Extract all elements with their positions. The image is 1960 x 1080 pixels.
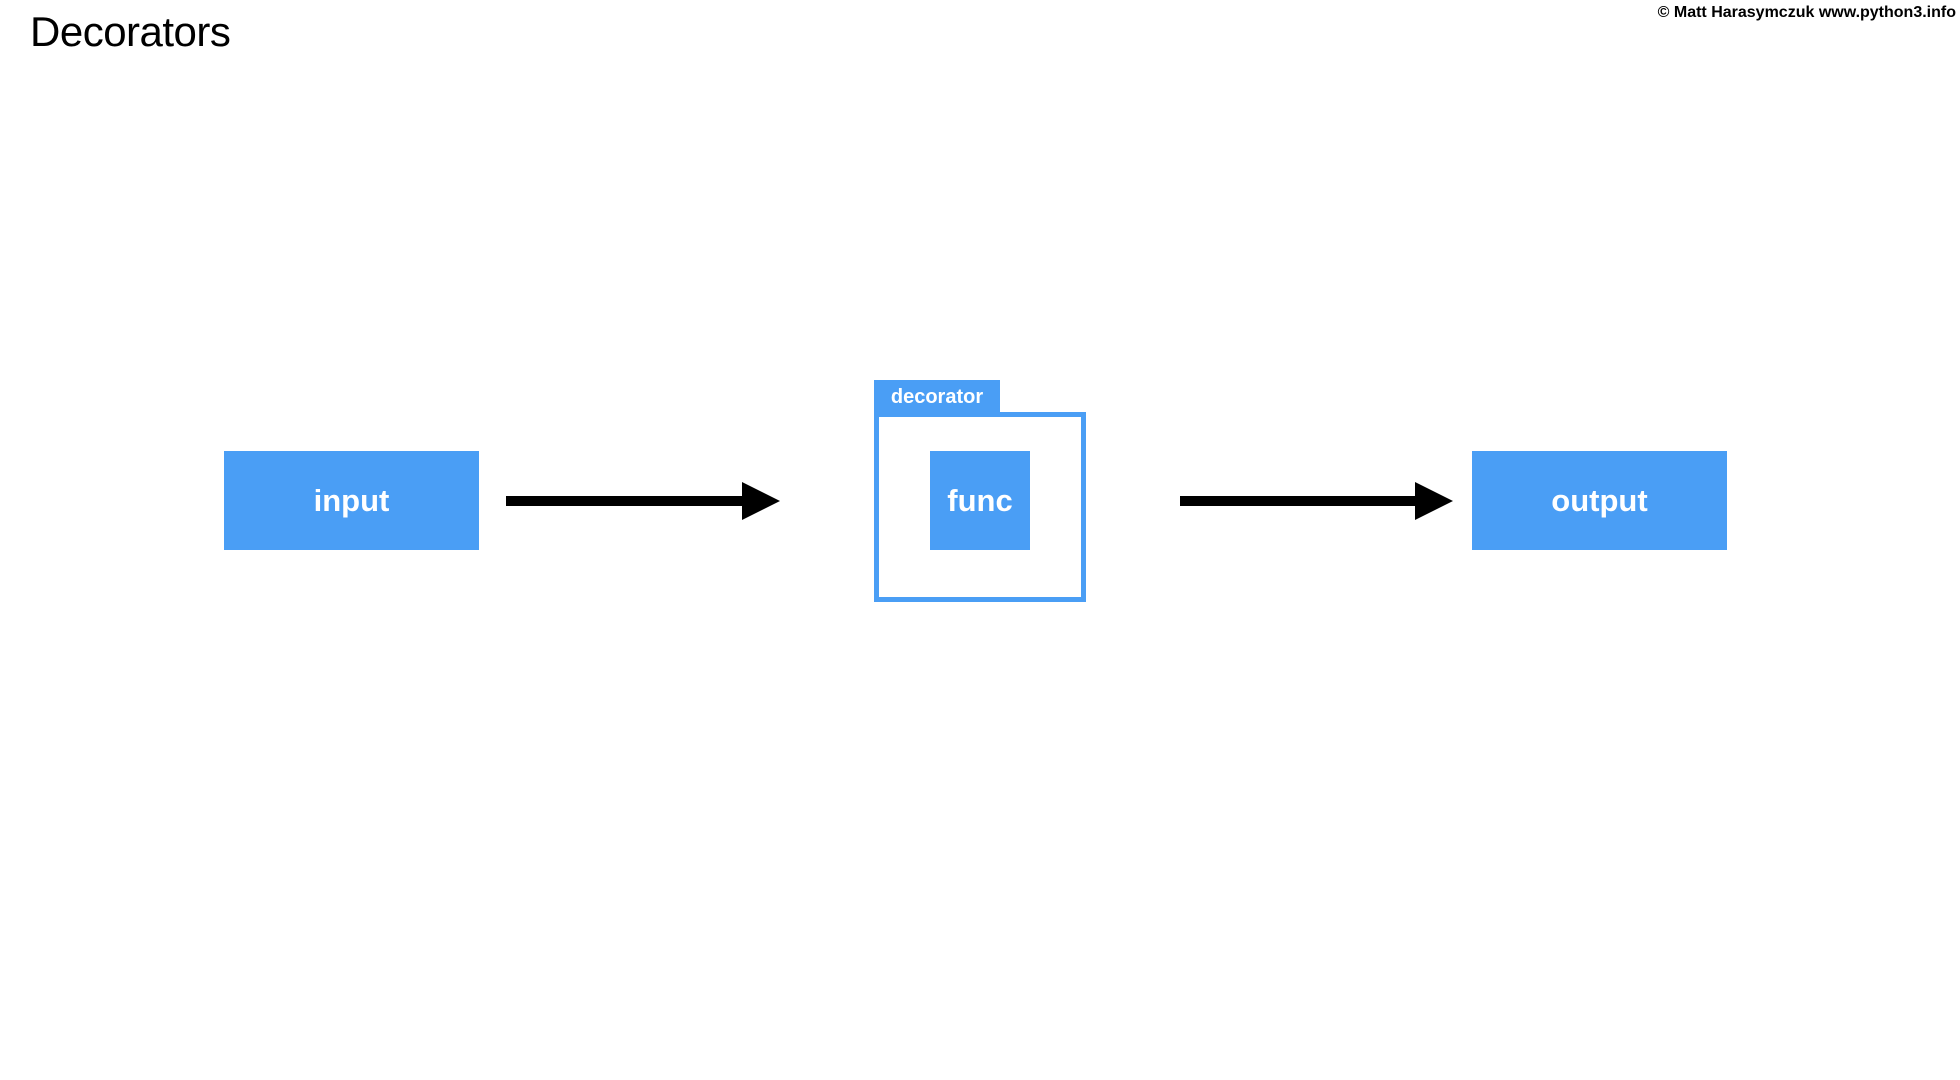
slide-title: Decorators xyxy=(30,8,231,55)
func-box: func xyxy=(930,451,1030,550)
input-label: input xyxy=(313,482,390,518)
copyright-notice: © Matt Harasymczuk www.python3.info xyxy=(1657,4,1956,21)
decorator-tab: decorator xyxy=(874,380,1000,415)
arrow-decorator-to-output xyxy=(1180,482,1453,520)
input-box: input xyxy=(224,451,479,550)
arrow-input-to-decorator xyxy=(506,482,780,520)
decorator-label: decorator xyxy=(890,386,984,408)
decorator-frame xyxy=(874,412,1086,602)
output-label: output xyxy=(1551,482,1648,518)
func-label: func xyxy=(947,482,1013,518)
output-box: output xyxy=(1472,451,1727,550)
